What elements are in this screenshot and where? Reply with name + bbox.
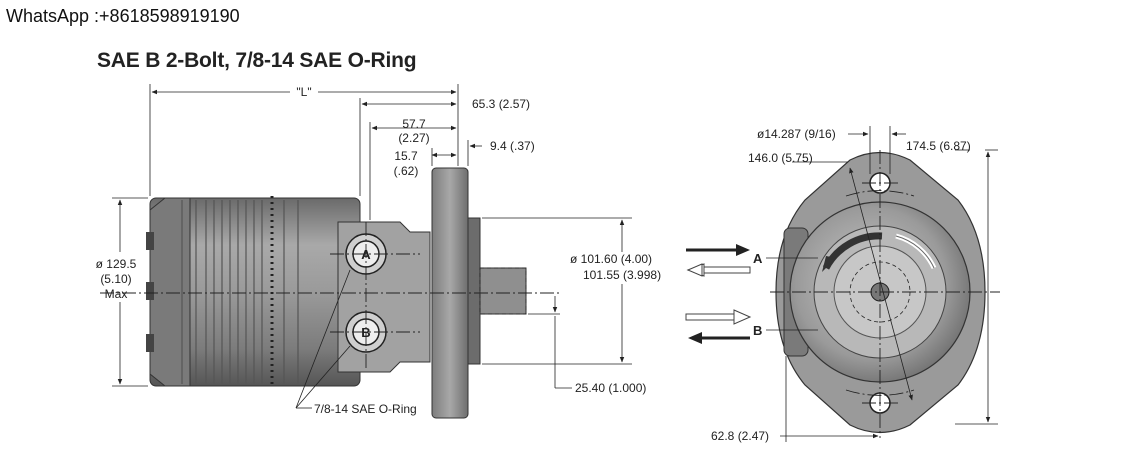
- dim-174-5: 174.5 (6.87): [906, 139, 971, 153]
- end-cap: [149, 197, 191, 387]
- bolt-circle-dim-line: [849, 167, 913, 401]
- bolt-circle-dim: 146.0 (5.75): [748, 151, 813, 165]
- body-ribs: [181, 200, 299, 384]
- shaft: [479, 267, 527, 315]
- dim-62-8: 62.8 (2.47): [711, 429, 769, 443]
- pilot: [467, 217, 481, 365]
- dim-9-4: 9.4 (.37): [490, 139, 535, 153]
- end-slots: [146, 232, 154, 352]
- bolt-hole-dim: ø14.287 (9/16): [757, 127, 836, 141]
- end-view: ø14.287 (9/16) 174.5 (6.87) 146.0 (5.75)…: [685, 126, 1000, 443]
- contact-text: WhatsApp :+8618598919190: [6, 6, 240, 26]
- oring-label: 7/8-14 SAE O-Ring: [314, 402, 417, 416]
- drawing-title: SAE B 2-Bolt, 7/8-14 SAE O-Ring: [97, 49, 417, 72]
- dia-129-5-a: ø 129.5: [96, 257, 137, 271]
- flow-arrow-in-light: [685, 313, 735, 321]
- side-view: A B "L" 65.3 (2.57) 57.7: [96, 84, 661, 419]
- pilot-dia-a: ø 101.60 (4.00): [570, 252, 652, 266]
- length-label: "L": [296, 85, 311, 99]
- dim-65-3: 65.3 (2.57): [472, 97, 530, 111]
- pilot-dia-b: 101.55 (3.998): [583, 268, 661, 282]
- dim-57-7-b: (2.27): [398, 131, 429, 145]
- dia-129-5-c: Max: [105, 287, 128, 301]
- dim-15-7-b: (.62): [394, 164, 419, 178]
- flow-b-label: B: [753, 323, 762, 338]
- flow-a-label: A: [753, 251, 763, 266]
- dim-57-7-a: 57.7: [402, 117, 426, 131]
- dia-129-5-b: (5.10): [100, 272, 131, 286]
- dim-25-40: 25.40 (1.000): [575, 381, 646, 395]
- dim-15-7-a: 15.7: [394, 149, 418, 163]
